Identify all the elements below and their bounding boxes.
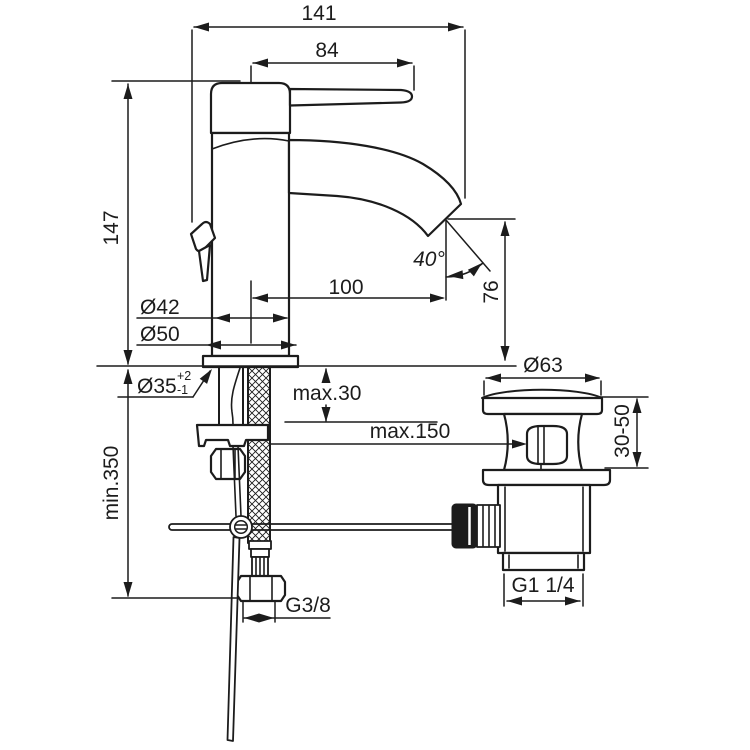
dim-max-rod-offset: max.150 bbox=[270, 420, 527, 449]
dim-min350-label: min.350 bbox=[100, 446, 123, 521]
waste-slot bbox=[525, 424, 569, 466]
dim-3050-label: 30-50 bbox=[611, 404, 634, 458]
dim-overall-projection: 141 bbox=[191, 2, 466, 223]
dim-supply-connection: G3/8 bbox=[242, 594, 331, 623]
dim-waste-flange-diameter: Ø63 bbox=[483, 354, 602, 396]
dim-base-diameter: Ø50 bbox=[136, 323, 297, 350]
rod-clamp-screw bbox=[233, 519, 249, 535]
rod-ball-joint bbox=[451, 503, 478, 549]
spout bbox=[287, 138, 463, 238]
handle-cap bbox=[209, 81, 292, 135]
mixer-faucet-body bbox=[189, 81, 463, 369]
dim-g114-label: G1 1/4 bbox=[511, 574, 574, 597]
dim-outlet-angle: 40° bbox=[413, 219, 491, 281]
dim-max30-label: max.30 bbox=[293, 382, 362, 405]
dim-mounting-hole: Ø35 +2 -1 bbox=[117, 366, 216, 398]
waste-rod-diagonal bbox=[226, 536, 241, 742]
under-deck-assembly bbox=[168, 366, 457, 742]
waste-tailpiece bbox=[501, 551, 586, 572]
dim-d50-label: Ø50 bbox=[140, 323, 180, 346]
dim-max150-label: max.150 bbox=[370, 420, 451, 443]
dim-d35-tol-upper: +2 bbox=[177, 369, 191, 383]
dim-d63-label: Ø63 bbox=[523, 354, 563, 377]
pull-rod bbox=[232, 445, 237, 517]
braided-hose bbox=[248, 367, 270, 543]
dim-min-clearance: min.350 bbox=[100, 369, 238, 599]
waste-rod-horizontal bbox=[168, 523, 457, 531]
dim-147-label: 147 bbox=[100, 210, 123, 245]
dim-g38-label: G3/8 bbox=[285, 594, 331, 617]
waste-flange bbox=[481, 396, 604, 416]
waste-mid-flange bbox=[481, 468, 612, 487]
dim-waste-connection: G1 1/4 bbox=[503, 573, 584, 607]
dim-body-diameter: Ø42 bbox=[136, 296, 288, 323]
dim-141-label: 141 bbox=[301, 2, 336, 25]
dim-d42-label: Ø42 bbox=[140, 296, 180, 319]
dim-waste-deck-range: 30-50 bbox=[599, 396, 649, 469]
dim-40deg-label: 40° bbox=[413, 248, 445, 271]
dimension-annotations: 141 84 147 min.350 bbox=[96, 2, 649, 623]
hose-collar bbox=[250, 548, 270, 558]
handle-lever bbox=[288, 87, 414, 107]
dim-76-label: 76 bbox=[480, 280, 503, 303]
popup-knob-rod bbox=[197, 243, 212, 283]
dim-84-label: 84 bbox=[315, 39, 339, 62]
popup-knob bbox=[189, 220, 217, 253]
waste-lower-body bbox=[496, 483, 592, 555]
waste-dome bbox=[481, 388, 603, 399]
neck-seam bbox=[211, 137, 290, 150]
dim-outlet-height: 76 bbox=[447, 218, 516, 361]
dim-handle-length: 84 bbox=[250, 39, 415, 91]
pull-rod bbox=[237, 445, 242, 517]
hose-collar bbox=[248, 540, 272, 550]
popup-rod-curve bbox=[230, 367, 241, 425]
dim-spout-projection: 100 bbox=[250, 220, 447, 344]
dim-max-deck-thickness: max.30 bbox=[284, 368, 438, 423]
popup-waste-assembly bbox=[451, 388, 612, 572]
dim-100-label: 100 bbox=[328, 276, 363, 299]
supply-nut-g38 bbox=[235, 574, 287, 603]
mounting-bracket bbox=[195, 423, 270, 448]
dim-body-height: 147 bbox=[100, 80, 241, 365]
dim-d35-tol-lower: -1 bbox=[177, 383, 188, 397]
dim-d35-label: Ø35 bbox=[137, 375, 177, 398]
